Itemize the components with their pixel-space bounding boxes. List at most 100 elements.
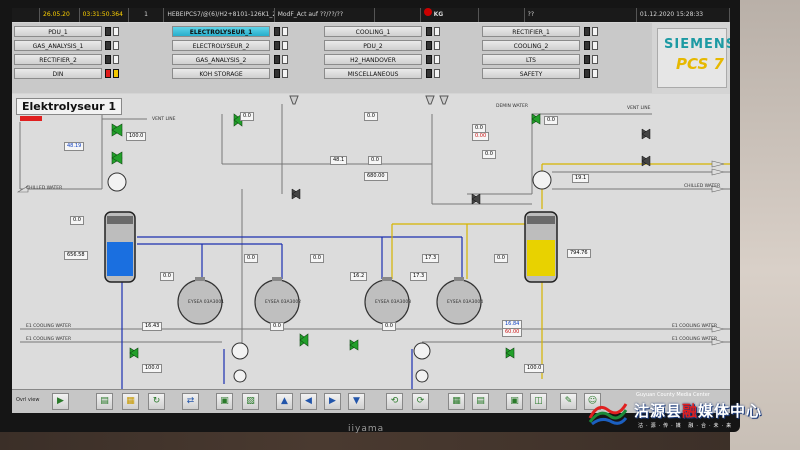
arrow-down-icon[interactable]: ▼ [348, 393, 365, 410]
status-indicator [282, 69, 288, 78]
process-value[interactable]: 60.00 [502, 328, 523, 337]
refresh-icon[interactable]: ↻ [148, 393, 165, 410]
nav-pdu-2[interactable]: PDU_2 [324, 40, 422, 51]
nav-cooling-1[interactable]: COOLING_1 [324, 26, 422, 37]
process-value[interactable]: 0.0 [382, 322, 396, 331]
media-center-watermark: Guyuan County Media Center 沽源县融媒体中心 沽·源·… [588, 392, 788, 442]
nav-gas-analysis-2[interactable]: GAS_ANALYSIS_2 [172, 54, 270, 65]
process-value[interactable]: 0.0 [364, 112, 378, 121]
vent-line-label: VENT LINE [152, 117, 176, 122]
nav-lts[interactable]: LTS [482, 54, 580, 65]
nav-miscellaneous[interactable]: MISCELLANEOUS [324, 68, 422, 79]
siemens-wordmark: SIEMENS [664, 37, 730, 52]
nav-rectifier-2[interactable]: RECTIFIER_2 [14, 54, 102, 65]
watermark-chinese: 沽源县融媒体中心 [634, 402, 763, 420]
doc-icon[interactable]: ▤ [472, 393, 489, 410]
siemens-logo: SIEMENS PCS 7 [657, 28, 730, 88]
bottom-toolbar: Ovrl view ▶ ▤ ▦ ↻ ⇄ ▣ ▧ ▲ ◀ ▶ ▼ ⟲ ⟳ ▦ ▤ … [12, 389, 730, 413]
nav-pdu-1[interactable]: PDU_1 [14, 26, 102, 37]
process-value[interactable]: 0.0 [244, 254, 258, 263]
nav-gas-analysis-1[interactable]: GAS_ANALYSIS_1 [14, 40, 102, 51]
status-indicator [105, 41, 111, 50]
nav-koh-storage[interactable]: KOH STORAGE [172, 68, 270, 79]
watermark-english: Guyuan County Media Center [636, 392, 710, 398]
status-indicator [426, 55, 432, 64]
nav-electrolyseur-1[interactable]: ELECTROLYSEUR_1 [172, 26, 270, 37]
status-bar: 26.05.20 03:31:50.364 1 HEBEIPCS7/@(6)/H… [12, 8, 730, 22]
status-indicator [113, 27, 119, 36]
process-value[interactable]: 0.0 [160, 272, 174, 281]
nav-rectifier-1[interactable]: RECTIFIER_1 [482, 26, 580, 37]
process-value[interactable]: 48.1 [330, 156, 348, 165]
swap-icon[interactable]: ⇄ [182, 393, 199, 410]
status-blank [12, 8, 41, 22]
nav-safety[interactable]: SAFETY [482, 68, 580, 79]
overview-label[interactable]: Ovrl view [16, 397, 40, 403]
status-indicator [282, 41, 288, 50]
key-icon[interactable]: ✎ [560, 393, 577, 410]
status-indicator [274, 27, 280, 36]
process-value[interactable]: 0.0 [310, 254, 324, 263]
stack-label: EYSEA 03A3002 [265, 300, 302, 305]
process-value[interactable]: 0.0 [240, 112, 254, 121]
process-value[interactable]: 0.0 [368, 156, 382, 165]
process-value[interactable]: 0.0 [494, 254, 508, 263]
back-icon[interactable]: ⟲ [386, 393, 403, 410]
status-date: 26.05.20 [40, 8, 80, 22]
process-value[interactable]: 16.43 [142, 322, 163, 331]
vent-line-label: VENT LINE [627, 106, 651, 111]
status-indicator [434, 27, 440, 36]
tree-icon[interactable]: ▧ [242, 393, 259, 410]
alarm-list-icon[interactable]: ▦ [122, 393, 139, 410]
process-value[interactable]: 0.0 [544, 116, 558, 125]
user-icon[interactable]: ☺ [584, 393, 601, 410]
process-value[interactable]: 0.0 [482, 150, 496, 159]
process-value[interactable]: 680.00 [364, 172, 388, 181]
status-indicator [426, 69, 432, 78]
process-value[interactable]: 17.3 [410, 272, 428, 281]
chilled-water-label: CHILLED WATER [26, 186, 63, 191]
arrow-left-icon[interactable]: ◀ [300, 393, 317, 410]
background-right [730, 0, 800, 450]
play-icon[interactable]: ▶ [52, 393, 69, 410]
window-icon[interactable]: ▣ [506, 393, 523, 410]
cooling-water-label: E1 COOLING WATER [26, 337, 72, 342]
status-message[interactable]: HEBEIPCS7/@(6)/H2+8101-126K1_2 [164, 8, 275, 22]
arrow-up-icon[interactable]: ▲ [276, 393, 293, 410]
process-value[interactable]: 17.3 [422, 254, 440, 263]
nav-cooling-2[interactable]: COOLING_2 [482, 40, 580, 51]
status-indicator [274, 41, 280, 50]
process-value[interactable]: 0.00 [472, 132, 490, 141]
screen-icon[interactable]: ▣ [216, 393, 233, 410]
cooling-water-label: E1 COOLING WATER [672, 324, 718, 329]
forward-icon[interactable]: ⟳ [412, 393, 429, 410]
grid-icon[interactable]: ▦ [448, 393, 465, 410]
nav-electrolyseur-2[interactable]: ELECTROLYSEUR_2 [172, 40, 270, 51]
arrow-right-icon[interactable]: ▶ [324, 393, 341, 410]
area-navigation: PDU_1 GAS_ANALYSIS_1 RECTIFIER_2 DIN ELE… [12, 23, 652, 93]
demin-water-label: DEMIN WATER [496, 104, 528, 109]
layout-icon[interactable]: ▤ [96, 393, 113, 410]
nav-din[interactable]: DIN [14, 68, 102, 79]
status-indicator [584, 69, 590, 78]
process-value[interactable]: 100.0 [142, 364, 163, 373]
chilled-water-label: CHILLED WATER [684, 184, 721, 189]
process-value[interactable]: 48.19 [64, 142, 85, 151]
nav-h2-handover[interactable]: H2_HANDOVER [324, 54, 422, 65]
status-message-2[interactable]: ModF_Act auf ??/??/?? [275, 8, 376, 22]
process-value[interactable]: 100.0 [126, 132, 147, 141]
status-indicator [434, 41, 440, 50]
cooling-water-label: E1 COOLING WATER [26, 324, 72, 329]
process-value[interactable]: 0.0 [270, 322, 284, 331]
status-indicator [274, 55, 280, 64]
status-indicator [584, 27, 590, 36]
process-value[interactable]: 0.0 [70, 216, 84, 225]
process-value[interactable]: 656.58 [64, 251, 88, 260]
pipe-network [16, 95, 730, 389]
process-value[interactable]: 19.1 [572, 174, 590, 183]
process-value[interactable]: 794.76 [567, 249, 591, 258]
process-value[interactable]: 100.0 [524, 364, 545, 373]
process-value[interactable]: 16.2 [350, 272, 368, 281]
split-icon[interactable]: ◫ [530, 393, 547, 410]
status-blank-2 [375, 8, 421, 22]
